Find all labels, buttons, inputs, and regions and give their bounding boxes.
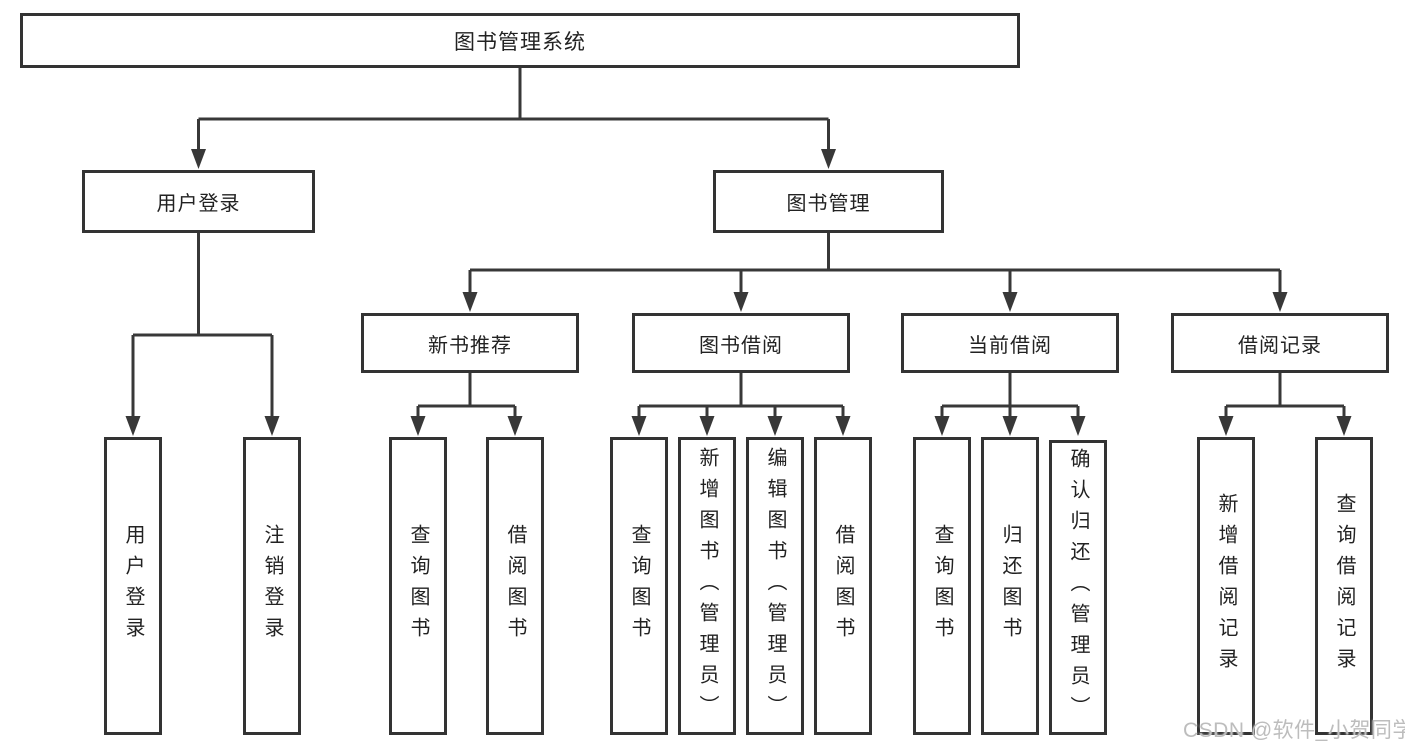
node-root-library-system: 图书管理系统: [20, 13, 1020, 68]
arrowhead-icon: [821, 149, 836, 169]
csdn-watermark: CSDN @软件_小贺同学: [1183, 719, 1405, 742]
arrowhead-icon: [462, 292, 478, 312]
arrowhead-icon: [125, 416, 141, 436]
leaf-label: 编辑图书（管理员）: [764, 446, 786, 726]
leaf-return-books: 归还图书: [981, 437, 1039, 735]
leaf-label: 确认归还（管理员）: [1067, 448, 1089, 727]
node-current-borrowing: 当前借阅: [901, 313, 1119, 373]
leaf-label: 查询图书: [931, 524, 953, 648]
arrowhead-icon: [410, 416, 426, 436]
leaf-add-book-admin: 新增图书（管理员）: [678, 437, 736, 735]
arrowhead-icon: [1070, 416, 1086, 436]
arrowhead-icon: [507, 416, 523, 436]
arrowhead-icon: [1002, 416, 1018, 436]
leaf-label: 新增图书（管理员）: [696, 446, 718, 726]
connector-paths: [131, 68, 1346, 419]
leaf-add-borrow-record: 新增借阅记录: [1197, 437, 1255, 735]
leaf-label: 借阅图书: [504, 524, 526, 648]
arrowhead-icon: [1272, 292, 1288, 312]
node-book-management: 图书管理: [713, 170, 944, 233]
arrowhead-icon: [264, 416, 280, 436]
leaf-label: 查询图书: [407, 524, 429, 648]
leaf-label: 查询借阅记录: [1333, 493, 1355, 679]
leaf-query-books-borrow: 查询图书: [610, 437, 668, 735]
arrowhead-icon: [835, 416, 851, 436]
leaf-logout-login: 注销登录: [243, 437, 301, 735]
leaf-query-books-recommend: 查询图书: [389, 437, 447, 735]
arrowhead-icon: [191, 149, 206, 169]
leaf-label: 查询图书: [628, 524, 650, 648]
leaf-label: 用户登录: [122, 524, 144, 648]
leaf-query-books-current: 查询图书: [913, 437, 971, 735]
leaf-query-borrow-record: 查询借阅记录: [1315, 437, 1373, 735]
leaf-confirm-return-admin: 确认归还（管理员）: [1049, 440, 1107, 735]
node-new-book-recommend: 新书推荐: [361, 313, 579, 373]
leaf-label: 注销登录: [261, 524, 283, 648]
arrowhead-icon: [1002, 292, 1018, 312]
leaf-label: 借阅图书: [832, 524, 854, 648]
leaf-borrow-books-recommend: 借阅图书: [486, 437, 544, 735]
node-user-login: 用户登录: [82, 170, 315, 233]
node-book-borrowing: 图书借阅: [632, 313, 850, 373]
leaf-label: 归还图书: [999, 524, 1021, 648]
arrowhead-icon: [733, 292, 749, 312]
arrowhead-icon: [1336, 416, 1352, 436]
leaf-borrow-books: 借阅图书: [814, 437, 872, 735]
arrowhead-icon: [699, 416, 715, 436]
arrowhead-icon: [767, 416, 783, 436]
arrowhead-icon: [934, 416, 950, 436]
leaf-edit-book-admin: 编辑图书（管理员）: [746, 437, 804, 735]
arrowhead-icon: [1218, 416, 1234, 436]
leaf-user-login: 用户登录: [104, 437, 162, 735]
arrowheads: [125, 149, 1352, 436]
arrowhead-icon: [631, 416, 647, 436]
leaf-label: 新增借阅记录: [1215, 493, 1237, 679]
node-borrowing-records: 借阅记录: [1171, 313, 1389, 373]
